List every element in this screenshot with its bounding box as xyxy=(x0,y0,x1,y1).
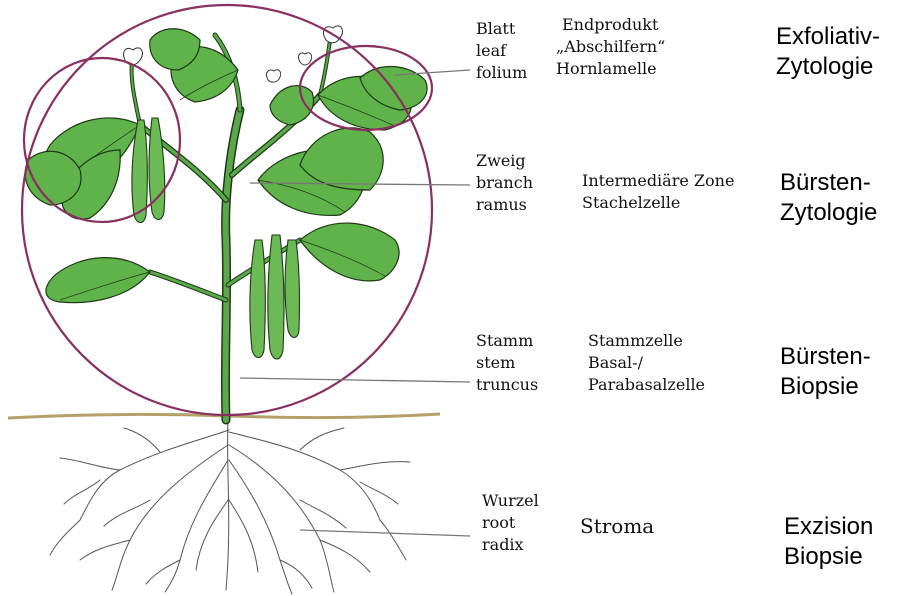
plant-part-la: truncus xyxy=(476,374,538,396)
plant-part-leaf: Blatt leaf folium xyxy=(476,18,527,84)
cell-layer-top: Endprodukt „Abschilfern“ Hornlamelle xyxy=(556,14,665,80)
cell-layer-intermediate: Intermediäre Zone Stachelzelle xyxy=(582,170,734,214)
plant-part-de: Wurzel xyxy=(482,490,539,512)
method-exfoliative: Exfoliativ- Zytologie xyxy=(776,22,880,82)
method-excision-biopsy: Exzision Biopsie xyxy=(784,512,873,572)
method-brush-cytology: Bürsten- Zytologie xyxy=(780,168,877,228)
bean-pods xyxy=(132,118,300,359)
plant-part-en: root xyxy=(482,512,539,534)
plant-part-root: Wurzel root radix xyxy=(482,490,539,556)
plant-part-stem: Stamm stem truncus xyxy=(476,330,538,396)
cell-layer-basal: Stammzelle Basal-/ Parabasalzelle xyxy=(588,330,705,396)
method-line: Bürsten- xyxy=(780,168,877,198)
cell-layer-line: Stroma xyxy=(580,514,654,538)
plant-part-de: Blatt xyxy=(476,18,527,40)
plant-part-en: stem xyxy=(476,352,538,374)
plant-part-la: folium xyxy=(476,62,527,84)
cell-layer-line: Stachelzelle xyxy=(582,192,734,214)
cell-layer-line: „Abschilfern“ xyxy=(556,36,665,58)
plant-part-en: leaf xyxy=(476,40,527,62)
method-line: Zytologie xyxy=(780,198,877,228)
method-line: Bürsten- xyxy=(780,342,871,372)
method-line: Zytologie xyxy=(776,52,880,82)
roots xyxy=(50,420,410,594)
plant-part-de: Stamm xyxy=(476,330,538,352)
plant-part-la: radix xyxy=(482,534,539,556)
cell-layer-line: Parabasalzelle xyxy=(588,374,705,396)
cell-layer-line: Intermediäre Zone xyxy=(582,170,734,192)
method-line: Biopsie xyxy=(784,542,873,572)
cell-layer-line: Hornlamelle xyxy=(556,58,665,80)
method-brush-biopsy: Bürsten- Biopsie xyxy=(780,342,871,402)
method-line: Biopsie xyxy=(780,372,871,402)
plant-part-en: branch xyxy=(476,172,533,194)
cell-layer-stroma: Stroma xyxy=(580,514,654,538)
cell-layer-line: Stammzelle xyxy=(588,330,705,352)
cell-layer-line: Endprodukt xyxy=(556,14,665,36)
plant-part-la: ramus xyxy=(476,194,533,216)
plant-part-branch: Zweig branch ramus xyxy=(476,150,533,216)
plant-part-de: Zweig xyxy=(476,150,533,172)
method-line: Exzision xyxy=(784,512,873,542)
cell-layer-line: Basal-/ xyxy=(588,352,705,374)
method-line: Exfoliativ- xyxy=(776,22,880,52)
